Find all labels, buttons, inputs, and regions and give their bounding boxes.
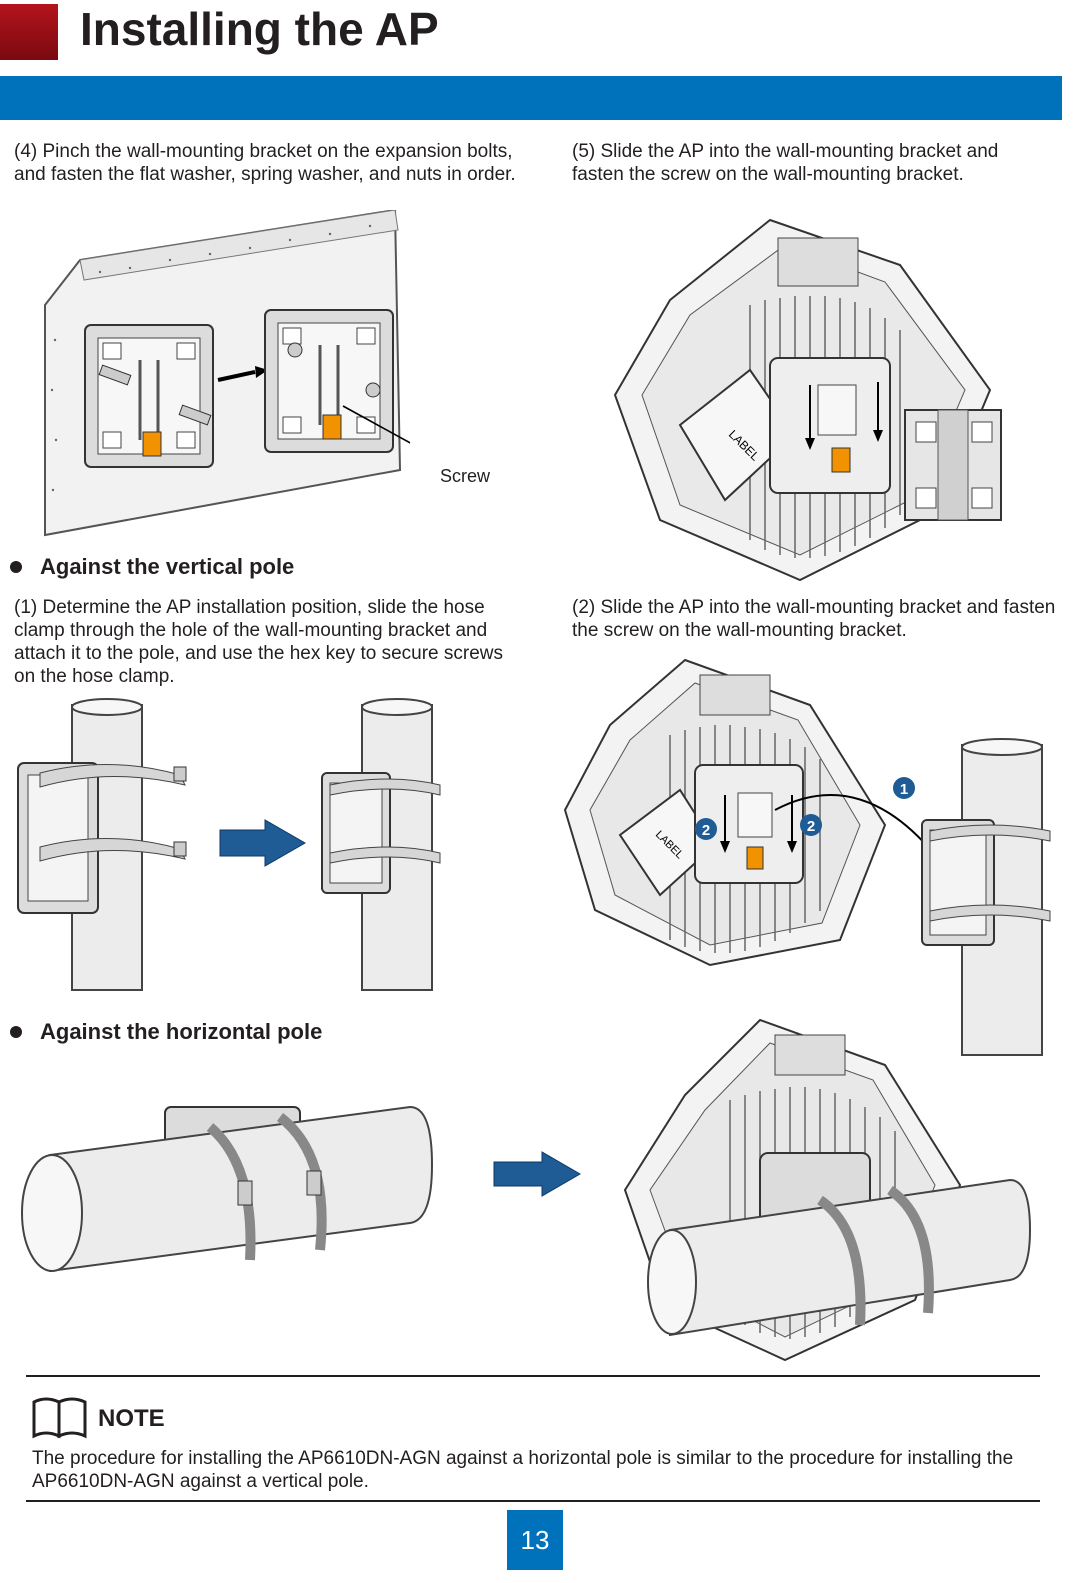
vertical-pole-heading: Against the vertical pole bbox=[10, 553, 294, 581]
page-number: 13 bbox=[507, 1510, 563, 1570]
page-title: Installing the AP bbox=[80, 3, 439, 55]
note-rule-top bbox=[26, 1375, 1040, 1377]
step-2-text: (2) Slide the AP into the wall-mounting … bbox=[572, 597, 1056, 641]
wall-bracket-figure bbox=[44, 210, 410, 537]
ap-vertical-pole-figure: LABEL 2 2 1 bbox=[563, 658, 1051, 1056]
marker-2-right: 2 bbox=[807, 818, 815, 835]
screw-label: Screw bbox=[440, 466, 491, 486]
marker-2-left: 2 bbox=[702, 822, 710, 839]
ap-horizontal-pole-figure bbox=[623, 1018, 1032, 1362]
note-rule-bottom bbox=[26, 1500, 1040, 1502]
vertical-pole-heading-text: Against the vertical pole bbox=[40, 554, 295, 579]
marker-1: 1 bbox=[900, 781, 908, 798]
vertical-pole-clamp-figure bbox=[17, 698, 441, 991]
title-marker bbox=[0, 4, 58, 60]
horizontal-pole-heading-text: Against the horizontal pole bbox=[40, 1019, 323, 1044]
header-band bbox=[0, 76, 1062, 120]
note-text: The procedure for installing the AP6610D… bbox=[32, 1448, 1014, 1492]
step-4-text: (4) Pinch the wall-mounting bracket on t… bbox=[14, 141, 516, 185]
book-icon bbox=[32, 1397, 87, 1439]
step-1-text: (1) Determine the AP installation positi… bbox=[14, 597, 503, 687]
bullet-icon-2 bbox=[10, 1026, 22, 1038]
next-step-arrow-icon bbox=[493, 1151, 581, 1197]
step-5-text: (5) Slide the AP into the wall-mounting … bbox=[572, 141, 999, 185]
ap-wall-figure: LABEL bbox=[613, 218, 1002, 582]
bullet-icon bbox=[10, 561, 22, 573]
horizontal-pole-clamp-figure bbox=[21, 1105, 434, 1273]
horizontal-pole-heading: Against the horizontal pole bbox=[10, 1018, 322, 1046]
note-label: NOTE bbox=[98, 1405, 165, 1432]
